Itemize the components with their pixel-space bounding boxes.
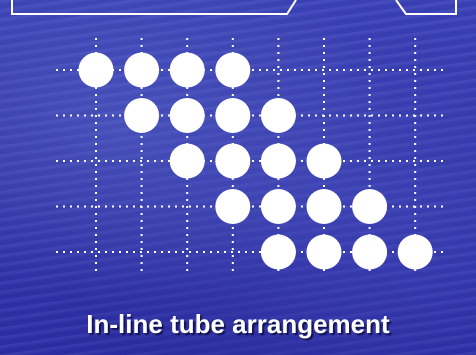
tube-circle	[169, 98, 205, 133]
tube-circle	[352, 189, 388, 224]
tube-circle	[78, 52, 114, 88]
tube-circle	[124, 52, 160, 88]
tube-circle	[397, 234, 433, 270]
tube-circle	[124, 98, 160, 133]
tube-bank	[78, 52, 433, 270]
tube-circle	[215, 143, 251, 179]
tube-circle	[169, 143, 205, 179]
tube-circle	[215, 189, 251, 224]
tube-circle	[215, 98, 251, 133]
tube-circle	[260, 143, 296, 179]
frame-line-right	[395, 0, 457, 15]
tube-circle	[169, 52, 205, 88]
frame-line-left	[11, 0, 297, 15]
tube-circle	[352, 234, 388, 270]
tube-circle	[260, 189, 296, 224]
dotted-grid	[56, 38, 446, 275]
tube-circle	[260, 98, 296, 133]
tube-circle	[215, 52, 251, 88]
tube-circle	[260, 234, 296, 270]
tube-circle	[306, 143, 342, 179]
tube-circle	[306, 189, 342, 224]
tube-circle	[306, 234, 342, 270]
caption: In-line tube arrangement	[86, 309, 390, 339]
